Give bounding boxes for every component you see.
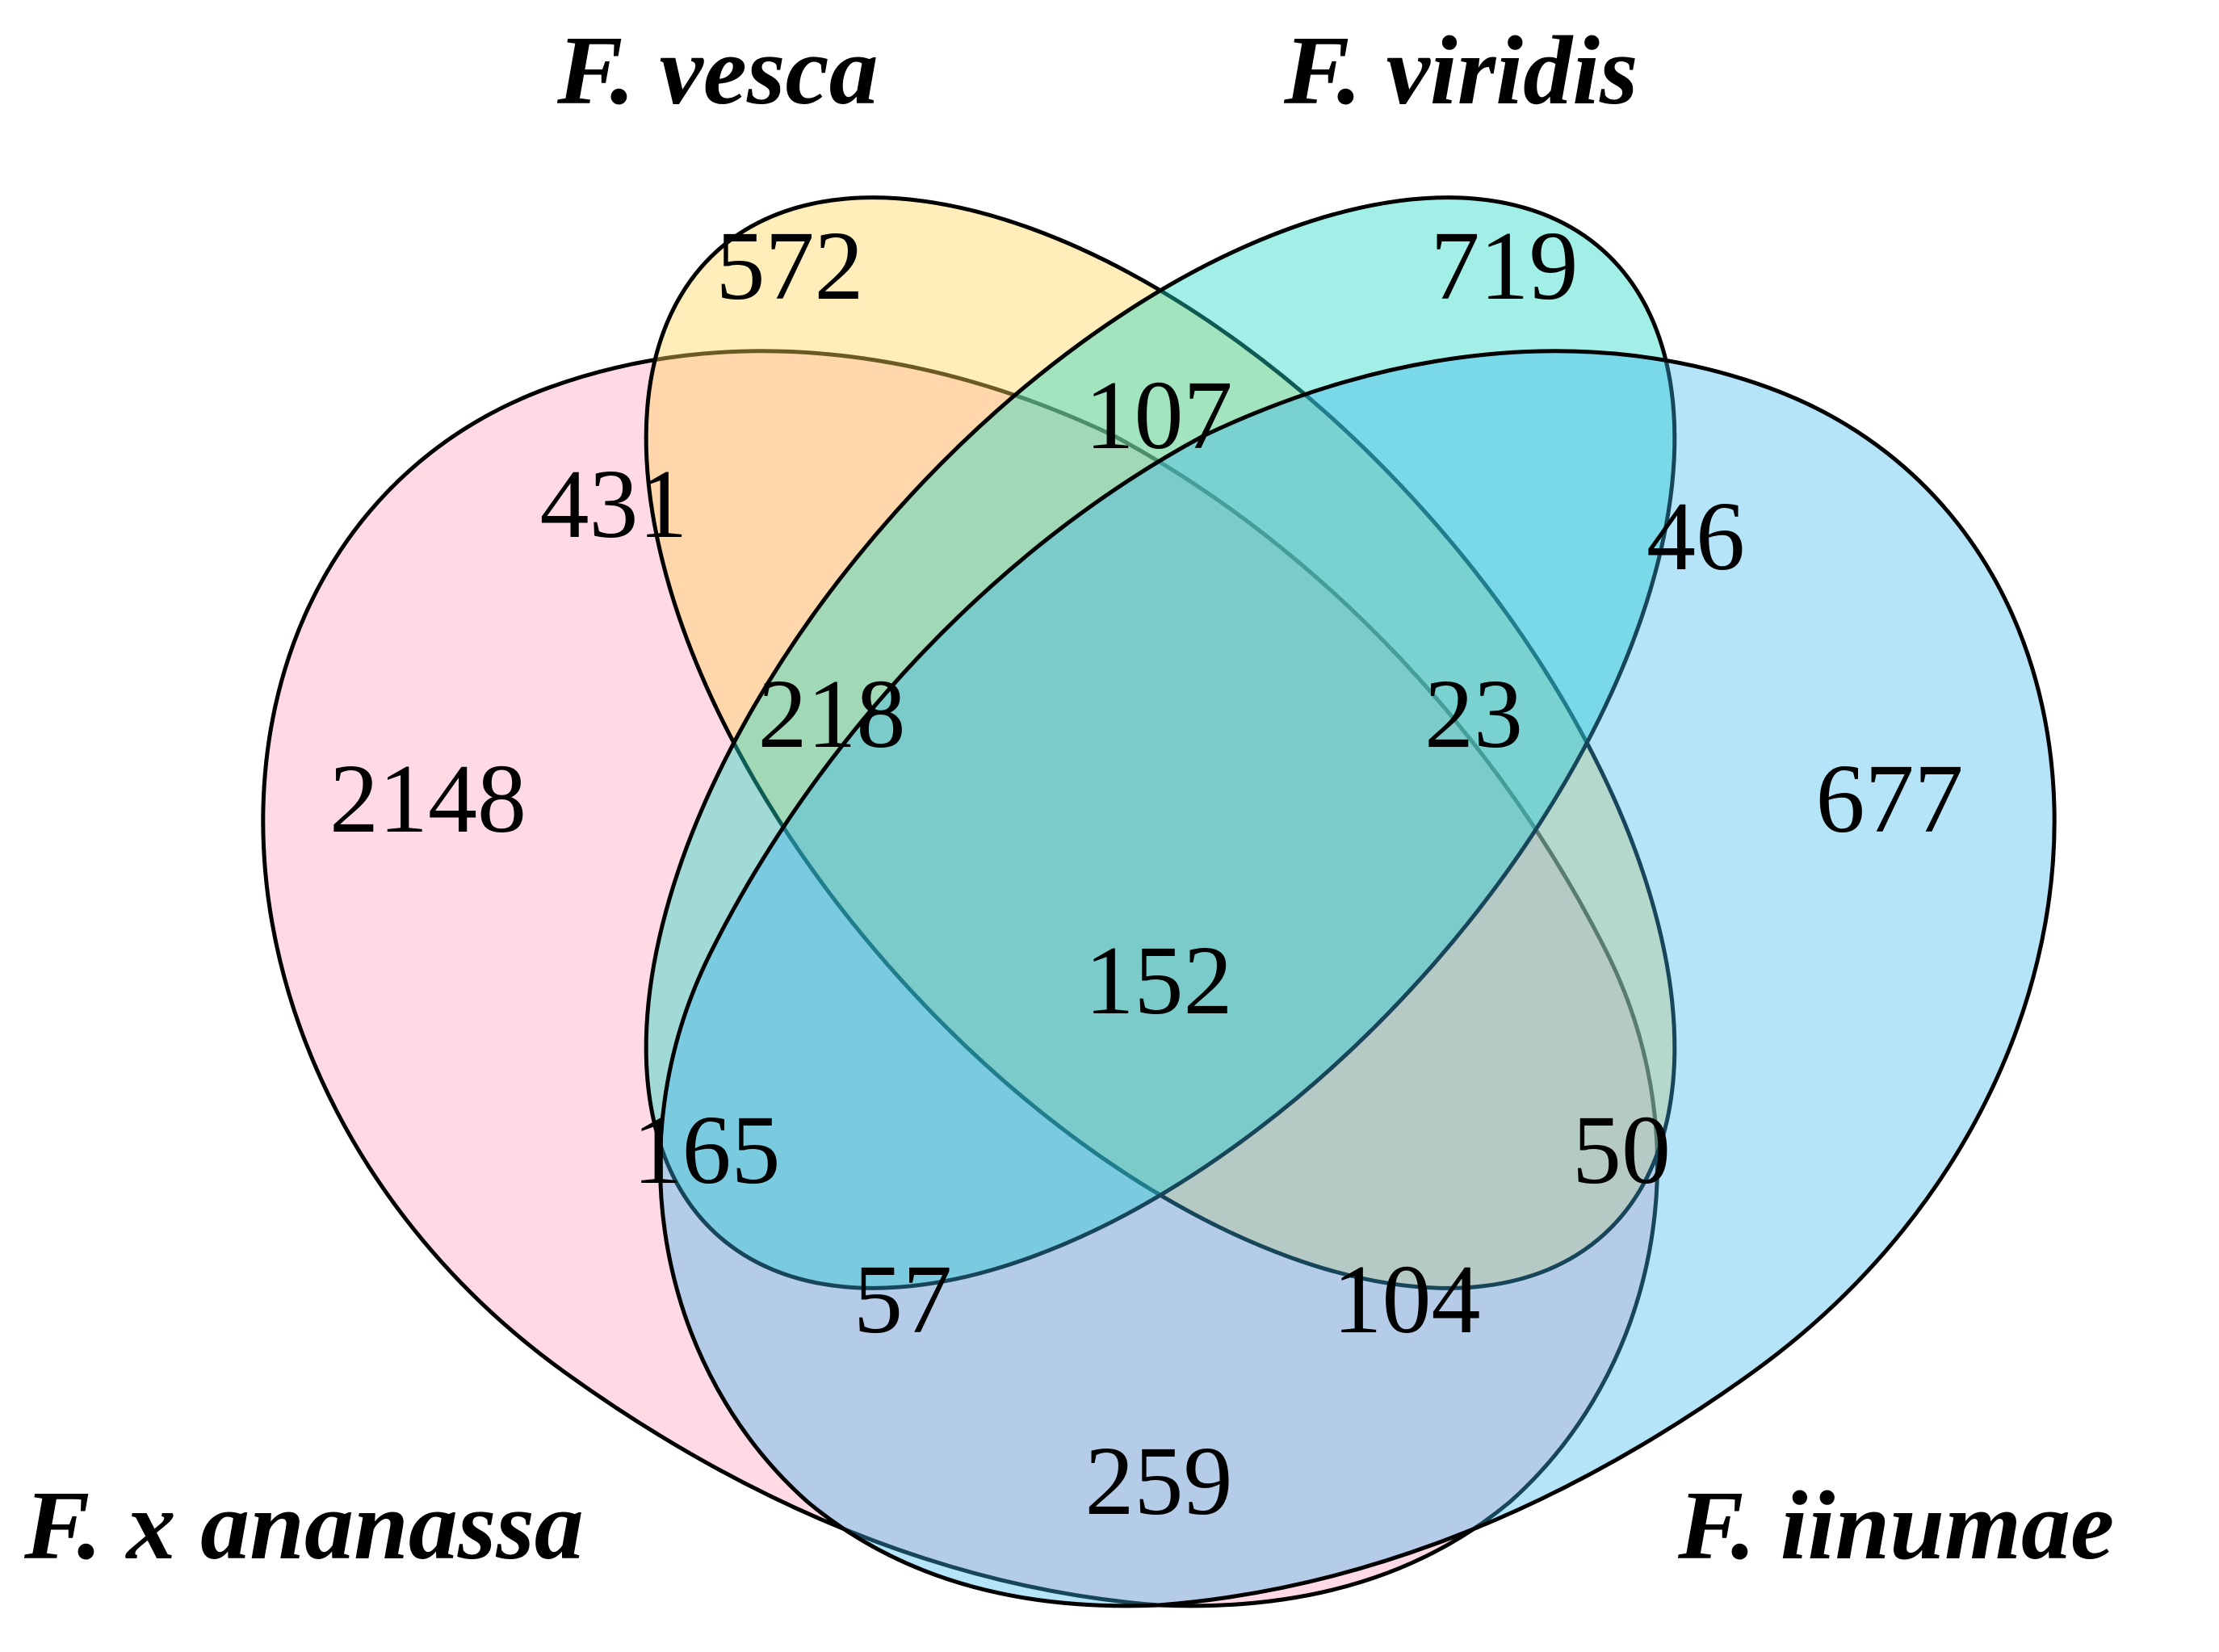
count-vesca-only: 572 <box>716 212 864 321</box>
count-ananassa-only: 2148 <box>329 744 526 853</box>
count-ananassa-viridis-iinumae: 57 <box>854 1245 952 1354</box>
count-ananassa-vesca-iinumae: 104 <box>1333 1245 1481 1354</box>
set-label-vesca: F. vesca <box>556 16 879 125</box>
set-viridis-shape <box>644 195 1677 1290</box>
set-vesca-shape <box>644 195 1677 1290</box>
set-label-iinumae: F. iinumae <box>1677 1471 2114 1580</box>
set-iinumae-shape <box>658 349 2057 1608</box>
count-vesca-viridis-iinumae: 23 <box>1424 660 1523 769</box>
count-all-four: 152 <box>1085 926 1233 1035</box>
count-viridis-iinumae: 46 <box>1646 482 1745 591</box>
count-vesca-iinumae: 50 <box>1572 1096 1671 1205</box>
set-label-viridis: F. viridis <box>1283 16 1638 125</box>
count-ananassa-vesca-viridis: 218 <box>758 660 906 769</box>
count-ananassa-iinumae: 259 <box>1085 1427 1233 1536</box>
count-vesca-viridis: 107 <box>1085 361 1233 470</box>
count-ananassa-viridis: 165 <box>633 1096 781 1205</box>
count-viridis-only: 719 <box>1431 212 1579 321</box>
set-ananassa-shape <box>261 349 1659 1608</box>
set-label-ananassa: F. x ananassa <box>23 1471 584 1580</box>
count-ananassa-vesca: 431 <box>540 450 688 559</box>
count-iinumae-only: 677 <box>1816 744 1964 853</box>
